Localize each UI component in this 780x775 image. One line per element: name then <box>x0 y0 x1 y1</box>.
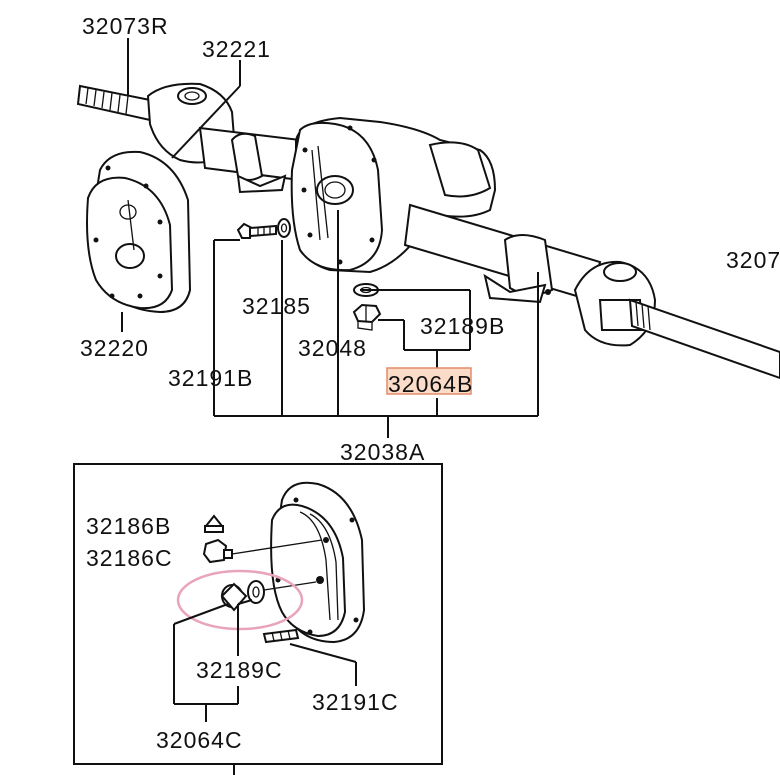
leader-lines-lower <box>173 599 357 722</box>
label-32064C: 32064C <box>156 727 243 753</box>
label-32186C: 32186C <box>86 545 173 571</box>
bolt-32191B <box>236 222 277 239</box>
breather-32186B <box>203 514 225 533</box>
red-circle-mark <box>176 569 304 631</box>
differential-housing <box>290 116 497 274</box>
label-32185: 32185 <box>242 293 311 319</box>
label-32220: 32220 <box>80 335 149 361</box>
label-32038A: 32038A <box>340 439 425 465</box>
universal-joint-and-propeller-shaft <box>573 260 780 380</box>
label-32186B: 32186B <box>86 513 171 539</box>
label-32191C: 32191C <box>312 689 399 715</box>
cover-plate-detail <box>270 481 366 644</box>
label-32048: 32048 <box>298 335 367 361</box>
label-32189C: 32189C <box>196 657 283 683</box>
label-32189B: 32189B <box>420 313 505 339</box>
detail-inset-box <box>73 463 443 765</box>
bolt-32191C <box>262 628 300 644</box>
leader-lines-upper <box>121 38 539 438</box>
axle-tube-left <box>198 126 301 194</box>
axle-tube-right <box>403 203 602 304</box>
label-32073R: 32073R <box>82 13 169 39</box>
washer-32185 <box>277 218 291 238</box>
plug-32064B <box>352 303 382 331</box>
breather-leader <box>231 539 323 555</box>
label-highlight-32064B <box>386 367 472 395</box>
gasket-32189C <box>247 580 265 604</box>
label-32221: 32221 <box>202 36 271 62</box>
housing-cover-left <box>86 150 192 314</box>
plug-leader <box>263 581 317 591</box>
plug-32064C <box>220 582 248 612</box>
label-32064B: 32064B <box>388 371 473 397</box>
label-32191B: 32191B <box>168 365 253 391</box>
label-3207: 3207 <box>726 247 780 273</box>
breather-body-32186C <box>202 538 233 564</box>
